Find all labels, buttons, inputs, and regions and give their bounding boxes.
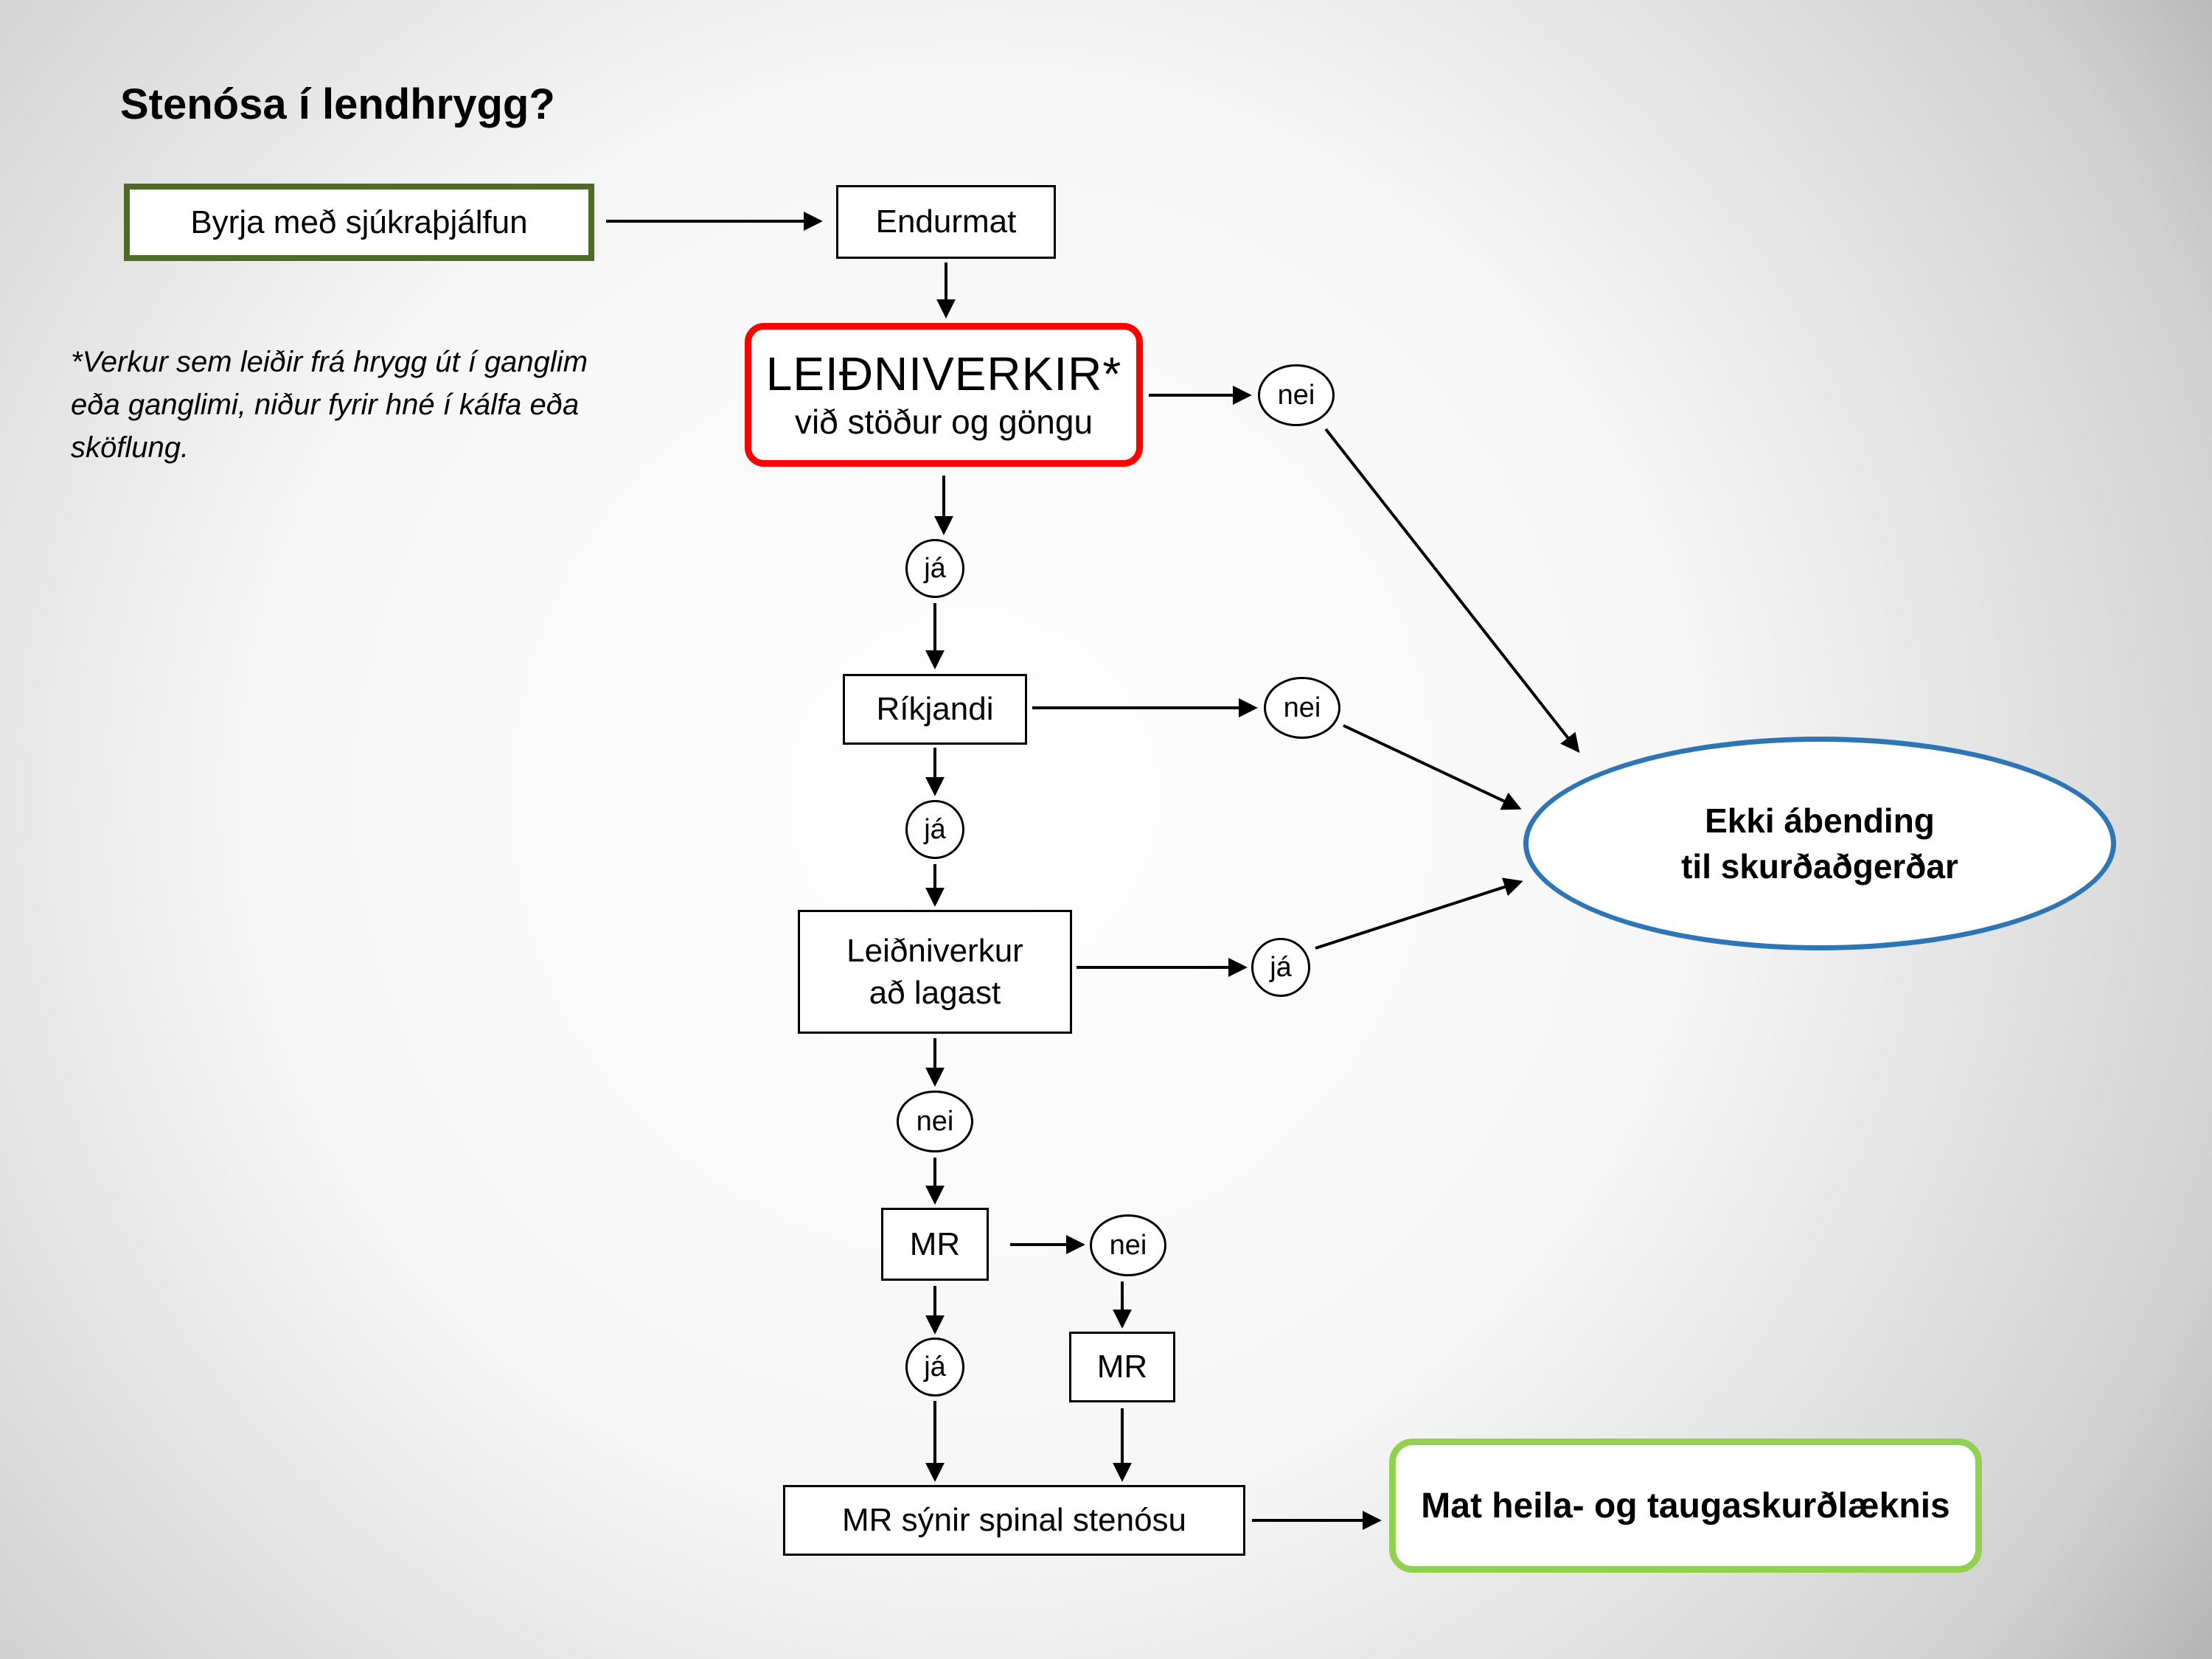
no-surgery-line-1: Ekki ábending bbox=[1705, 801, 1935, 840]
yes-circle-2: já bbox=[905, 800, 964, 859]
footnote-line-1: *Verkur sem leiðir frá hrygg út í gangli… bbox=[71, 346, 588, 378]
no-surgery-ellipse: Ekki ábending til skurðaðgerðar bbox=[1523, 737, 2116, 950]
referral-box: Mat heila- og taugaskurðlæknis bbox=[1389, 1439, 1982, 1573]
improving-line-2: að lagast bbox=[869, 975, 1001, 1011]
mri-box-1: MR bbox=[881, 1208, 989, 1281]
arrow-no2-to-ellipse bbox=[1343, 724, 1522, 810]
radiating-pain-sub: við stöður og göngu bbox=[794, 402, 1093, 441]
improving-line-1: Leiðniverkur bbox=[846, 932, 1023, 969]
footnote-line-3: sköflung. bbox=[71, 431, 189, 464]
page-title: Stenósa í lendhrygg? bbox=[120, 80, 555, 128]
arrow-yes3-to-ellipse bbox=[1315, 877, 1523, 950]
yes-circle-3: já bbox=[1251, 938, 1310, 997]
reassess-box: Endurmat bbox=[836, 185, 1056, 259]
yes-circle-4: já bbox=[905, 1338, 964, 1397]
yes-circle-1: já bbox=[905, 539, 964, 598]
footnote-line-2: eða ganglimi, niður fyrir hné í kálfa eð… bbox=[71, 389, 580, 421]
start-box: Byrja með sjúkraþjálfun bbox=[124, 184, 594, 261]
mri-box-2: MR bbox=[1069, 1332, 1175, 1402]
dominant-box: Ríkjandi bbox=[843, 674, 1027, 745]
footnote: *Verkur sem leiðir frá hrygg út í gangli… bbox=[71, 341, 705, 469]
no-circle-2: nei bbox=[1264, 677, 1340, 739]
no-circle-1: nei bbox=[1258, 364, 1335, 426]
no-surgery-line-2: til skurðaðgerðar bbox=[1681, 847, 1958, 886]
radiating-pain-box: LEIÐNIVERKIR* við stöður og göngu bbox=[745, 323, 1143, 467]
mri-result-box: MR sýnir spinal stenósu bbox=[783, 1485, 1245, 1556]
improving-box: Leiðniverkur að lagast bbox=[798, 910, 1072, 1034]
arrow-no1-to-ellipse bbox=[1324, 428, 1580, 754]
no-circle-3: nei bbox=[897, 1091, 973, 1152]
radiating-pain-title: LEIÐNIVERKIR* bbox=[765, 347, 1122, 401]
no-circle-4: nei bbox=[1090, 1214, 1166, 1276]
